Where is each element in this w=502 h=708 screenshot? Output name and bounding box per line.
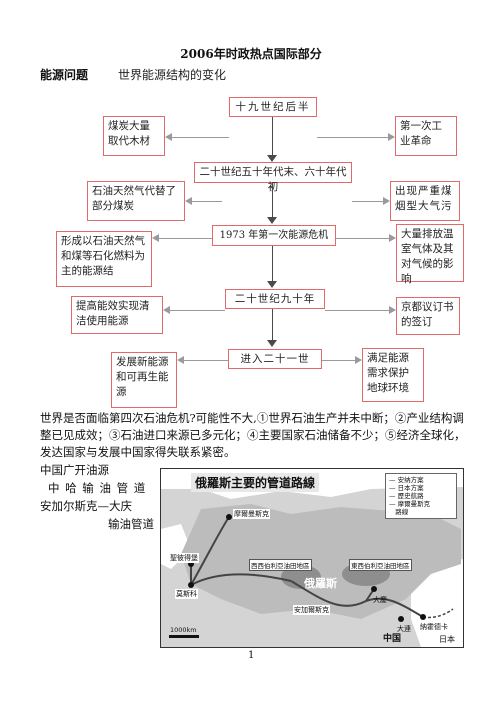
down-arrow-icon bbox=[267, 155, 277, 162]
flow-center-4: 二十世纪九十年 bbox=[225, 289, 325, 309]
label-east-siberia: 東西伯利亞油田地區 bbox=[349, 559, 412, 571]
flow-right-1: 第一次工业革命 bbox=[395, 116, 457, 156]
map-scale: 1000km bbox=[170, 626, 197, 634]
flow-link bbox=[170, 310, 225, 311]
section-heading: 能源问题 bbox=[40, 68, 89, 82]
down-arrow-icon bbox=[267, 340, 277, 347]
flow-center-3: 1973 年第一次能源危机 bbox=[212, 225, 336, 246]
flow-link bbox=[184, 360, 228, 361]
flow-link bbox=[325, 310, 389, 311]
arrow-right-icon bbox=[383, 197, 390, 205]
flow-center-1: 十九世纪后半 bbox=[229, 97, 317, 117]
arrow-right-icon bbox=[389, 234, 396, 242]
flow-link bbox=[322, 360, 355, 361]
page-number: 1 bbox=[248, 650, 255, 661]
arrow-left-icon bbox=[163, 306, 170, 314]
flow-connector bbox=[272, 309, 273, 342]
flow-connector bbox=[272, 117, 273, 157]
side-note-4: 输油管道 bbox=[108, 517, 154, 531]
label-japan: 日本 bbox=[439, 635, 455, 644]
flow-left-5: 发展新能源和可再生能源 bbox=[111, 352, 177, 408]
flow-link bbox=[172, 137, 229, 138]
label-daqing: 大慶 bbox=[373, 596, 387, 604]
document-title: 2006年时政热点国际部分 bbox=[180, 47, 322, 61]
energy-flow-diagram: 十九世纪后半 二十世纪五十年代末、六十年代初 1973 年第一次能源危机 二十世… bbox=[56, 97, 464, 408]
flow-link bbox=[317, 137, 388, 138]
flow-left-1: 煤炭大量取代木材 bbox=[103, 116, 165, 156]
map-title: 俄羅斯主要的管道路線 bbox=[191, 473, 320, 492]
arrow-left-icon bbox=[177, 356, 184, 364]
arrow-right-icon bbox=[389, 306, 396, 314]
map-legend: — 安纳方案 — 日本方案 — 歷史航路 — 摩爾曼斯克 路線 bbox=[385, 473, 457, 519]
side-note-1: 中国广开油源 bbox=[40, 463, 109, 477]
label-nakhodka: 納霍德卡 bbox=[419, 622, 449, 632]
label-moscow: 莫斯科 bbox=[175, 589, 198, 599]
legend-item: — 安纳方案 bbox=[389, 476, 424, 484]
arrow-right-icon bbox=[355, 356, 362, 364]
flow-right-2: 出现严重煤烟型大气污 bbox=[390, 181, 460, 221]
arrow-left-icon bbox=[185, 197, 192, 205]
legend-item: — 歷史航路 bbox=[389, 492, 424, 500]
map-graphic bbox=[161, 469, 463, 647]
label-petersburg: 聖彼得堡 bbox=[169, 553, 199, 563]
analysis-paragraph: 世界是否面临第四次石油危机?可能性不大,①世界石油生产并未中断；②产业结构调整已… bbox=[40, 411, 466, 459]
side-note-3: 安加尔斯克—大庆 bbox=[40, 499, 132, 513]
arrow-left-icon bbox=[152, 234, 159, 242]
flow-left-3: 形成以石油天然气和煤等石化燃料为主的能源结 bbox=[56, 231, 152, 287]
down-arrow-icon bbox=[267, 281, 277, 288]
flow-connector bbox=[272, 183, 273, 219]
down-arrow-icon bbox=[267, 217, 277, 224]
arrow-left-icon bbox=[165, 133, 172, 141]
flow-link bbox=[192, 201, 222, 202]
flow-center-5: 进入二十一世 bbox=[228, 349, 322, 369]
legend-item: — 摩爾曼斯克 bbox=[389, 500, 431, 508]
legend-item: 路線 bbox=[395, 508, 409, 516]
flow-left-2: 石油天然气代替了部分煤炭 bbox=[87, 181, 185, 221]
arrow-right-icon bbox=[388, 133, 395, 141]
label-murmansk: 摩爾曼斯克 bbox=[233, 509, 270, 519]
label-dalian: 大連 bbox=[397, 625, 411, 633]
label-russia: 俄羅斯 bbox=[304, 577, 337, 590]
diagram-subtitle: 世界能源结构的变化 bbox=[118, 68, 227, 82]
label-angarsk: 安加爾斯克 bbox=[293, 605, 330, 615]
flow-connector bbox=[272, 246, 273, 283]
flow-center-2: 二十世纪五十年代末、六十年代初 bbox=[194, 162, 352, 193]
flow-right-4: 京都议订书的签订 bbox=[396, 297, 460, 335]
label-china: 中国 bbox=[383, 634, 402, 644]
flow-link bbox=[352, 201, 383, 202]
flow-link bbox=[336, 238, 389, 239]
flow-right-3: 大量排放温室气体及其对气候的影响 bbox=[396, 224, 464, 285]
legend-item: — 日本方案 bbox=[389, 484, 424, 492]
flow-right-5: 满足能源需求保护地球环境 bbox=[362, 348, 424, 402]
pipeline-map: 俄羅斯主要的管道路線 — 安纳方案 — 日本方案 — 歷史航路 — 摩爾曼斯克 … bbox=[160, 468, 464, 648]
side-note-2: 中 哈 输 油 管 道 bbox=[48, 481, 147, 495]
flow-left-4: 提高能效实现清洁使用能源 bbox=[71, 296, 163, 334]
label-west-siberia: 西西伯利亞油田地區 bbox=[249, 559, 312, 571]
flow-link bbox=[159, 238, 212, 239]
